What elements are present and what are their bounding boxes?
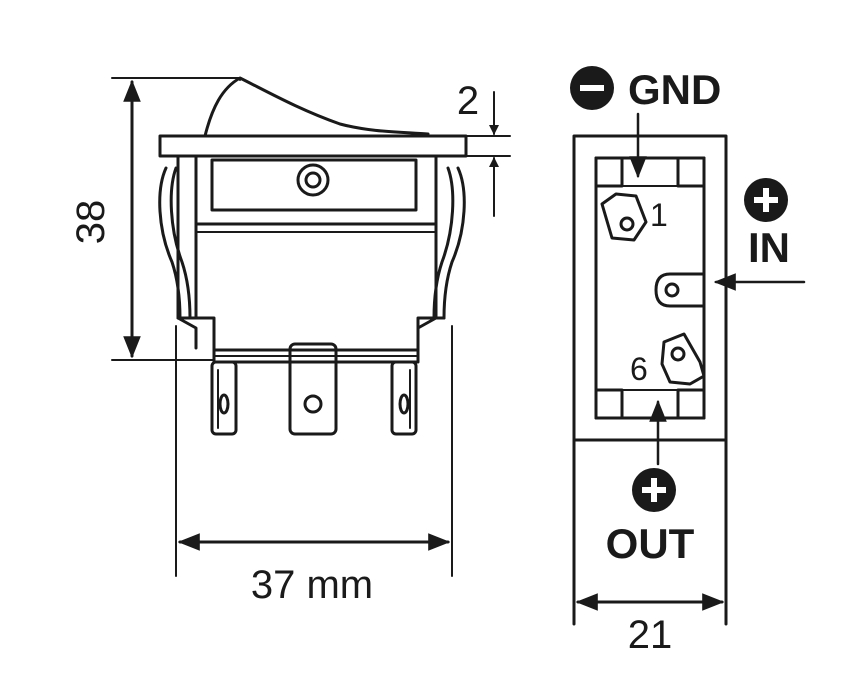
side-view: 38 2 37 mm — [69, 76, 511, 607]
out-label: OUT — [606, 520, 695, 567]
width-label: 37 mm — [251, 563, 373, 607]
width-dimension: 37 mm — [175, 325, 453, 607]
minus-bar — [580, 85, 604, 91]
pin-6-number: 6 — [630, 351, 648, 387]
in-label: IN — [748, 224, 790, 271]
pin-1-tab — [600, 192, 648, 242]
right-spring-clip — [432, 166, 466, 320]
height-dimension: 38 — [69, 77, 241, 361]
mounting-flange — [158, 134, 468, 158]
rocker-button — [203, 76, 430, 138]
in-label-group: IN — [713, 178, 806, 291]
out-label-group: OUT — [606, 399, 695, 567]
indicator-lamp — [296, 163, 330, 197]
pin-view: 1 6 GND IN OUT 21 — [570, 66, 806, 657]
gnd-label: GND — [628, 66, 721, 113]
pin-view-width-dimension: 21 — [575, 593, 725, 657]
terminal-center — [288, 342, 338, 436]
terminal-right — [390, 360, 418, 436]
pin-view-width-label: 21 — [628, 613, 673, 657]
frame-thickness-dimension: 2 — [457, 79, 511, 217]
pin-1-number: 1 — [650, 197, 668, 233]
gnd-label-group: GND — [570, 66, 721, 179]
terminal-left — [210, 360, 238, 436]
height-label: 38 — [69, 200, 113, 245]
frame-thickness-label: 2 — [457, 79, 479, 123]
left-spring-clip — [158, 166, 192, 320]
pin-6-tab — [660, 332, 706, 386]
pin-in-tab — [654, 272, 706, 308]
